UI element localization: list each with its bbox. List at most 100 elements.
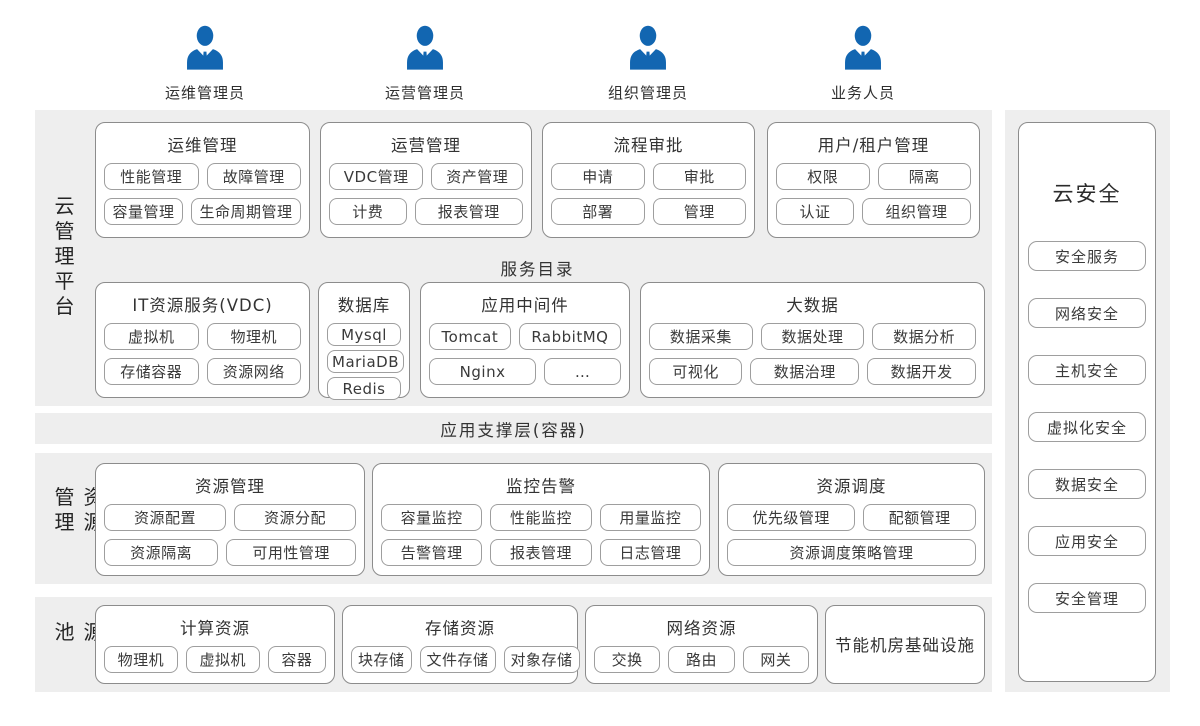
- group-title: 应用中间件: [481, 296, 569, 315]
- item-pill: 数据采集: [649, 323, 753, 350]
- pill-rows: 物理机虚拟机容器: [104, 646, 326, 675]
- item-pill: 路由: [668, 646, 735, 673]
- item-pill: 日志管理: [599, 539, 701, 566]
- item-pill: 计费: [329, 198, 407, 225]
- band-app-support-layer: 应用支撑层(容器): [35, 413, 992, 444]
- item-pill: 部署: [551, 198, 645, 225]
- pill-row: 块存储文件存储对象存储: [351, 646, 580, 673]
- band-resource-management: 资源管理 资源管理 资源配置资源分配资源隔离可用性管理 监控告警 容量监控性能监…: [35, 453, 992, 584]
- group-datacenter-infrastructure: 节能机房基础设施: [825, 605, 985, 684]
- pill-row: 权限隔离: [776, 163, 971, 190]
- pill-row: 性能管理故障管理: [104, 163, 301, 190]
- pill-row: 认证组织管理: [776, 198, 971, 225]
- band-cloud-security: 云安全 安全服务网络安全主机安全虚拟化安全数据安全应用安全安全管理: [1005, 110, 1170, 692]
- group-process-approval: 流程审批 申请审批部署管理: [542, 122, 755, 238]
- app-support-layer-label: 应用支撑层(容器): [440, 420, 587, 440]
- group-title: 存储资源: [425, 619, 495, 638]
- pill-rows: 虚拟机物理机存储容器资源网络: [104, 323, 301, 389]
- group-operation-management: 运营管理 VDC管理资产管理计费报表管理: [320, 122, 532, 238]
- item-pill: 对象存储: [503, 646, 580, 673]
- group-title: 数据库: [337, 296, 391, 315]
- pill-rows: 优先级管理配额管理资源调度策略管理: [727, 504, 976, 567]
- pill-row: 可视化数据治理数据开发: [649, 358, 976, 385]
- pill-row: Mysql: [327, 323, 401, 346]
- group-title: 监控告警: [506, 477, 576, 496]
- item-pill: RabbitMQ: [518, 323, 622, 350]
- pill-row: 数据采集数据处理数据分析: [649, 323, 977, 350]
- pill-rows: 资源配置资源分配资源隔离可用性管理: [104, 504, 356, 567]
- item-pill: 报表管理: [414, 198, 523, 225]
- item-pill: Mysql: [327, 323, 401, 346]
- security-item-pill: 数据安全: [1028, 469, 1146, 499]
- pill-rows: 申请审批部署管理: [551, 163, 746, 229]
- group-title: 资源管理: [195, 477, 265, 496]
- pill-row: 部署管理: [551, 198, 746, 225]
- group-title: 网络资源: [666, 619, 737, 638]
- item-pill: …: [544, 358, 622, 385]
- item-pill: VDC管理: [329, 163, 424, 190]
- pill-row: 容量管理生命周期管理: [104, 198, 301, 225]
- businessperson-icon: [407, 25, 443, 70]
- item-pill: 权限: [776, 163, 870, 190]
- item-pill: 资源分配: [234, 504, 356, 531]
- businessperson-icon: [630, 25, 666, 70]
- item-pill: 资源隔离: [104, 539, 219, 566]
- pill-row: Nginx …: [429, 358, 622, 385]
- service-catalog-label: 服务目录: [500, 260, 575, 279]
- persona-label: 运营管理员: [384, 84, 465, 102]
- persona-label: 组织管理员: [607, 84, 688, 102]
- item-pill: 数据分析: [872, 323, 977, 350]
- item-pill: 可视化: [649, 358, 743, 385]
- pill-row: MariaDB: [327, 350, 405, 373]
- group-compute-resource: 计算资源 物理机虚拟机容器: [95, 605, 335, 684]
- security-item-pill: 主机安全: [1028, 355, 1146, 385]
- item-pill: Tomcat: [429, 323, 511, 350]
- persona-org-admin: 组织管理员: [583, 22, 713, 103]
- group-resource-management: 资源管理 资源配置资源分配资源隔离可用性管理: [95, 463, 365, 576]
- pill-rows: 块存储文件存储对象存储: [351, 646, 580, 675]
- item-pill: 文件存储: [419, 646, 496, 673]
- group-title: 流程审批: [613, 136, 684, 155]
- pill-row: VDC管理资产管理: [329, 163, 523, 190]
- group-middleware: 应用中间件 Tomcat RabbitMQ Nginx …: [420, 282, 630, 398]
- item-pill: 管理: [652, 198, 746, 225]
- item-pill: 报表管理: [490, 539, 592, 566]
- pill-row: 容量监控性能监控用量监控: [381, 504, 701, 531]
- businessperson-icon: [845, 25, 881, 70]
- pill-row: 资源调度策略管理: [727, 539, 976, 566]
- group-title: 运维管理: [167, 136, 238, 155]
- security-item-pill: 安全服务: [1028, 241, 1146, 271]
- item-pill: 网关: [742, 646, 809, 673]
- item-pill: 资源网络: [206, 358, 301, 385]
- item-pill: 资源调度策略管理: [727, 539, 976, 566]
- group-title: 用户/租户管理: [817, 136, 930, 155]
- item-pill: 物理机: [104, 646, 178, 673]
- security-item-pill: 网络安全: [1028, 298, 1146, 328]
- item-pill: 可用性管理: [226, 539, 356, 566]
- pill-rows: 权限隔离认证组织管理: [776, 163, 971, 229]
- pill-row: Tomcat RabbitMQ: [429, 323, 622, 350]
- businessperson-icon: [187, 25, 223, 70]
- pill-rows: 性能管理故障管理容量管理生命周期管理: [104, 163, 301, 229]
- item-pill: 虚拟机: [185, 646, 260, 673]
- group-network-resource: 网络资源 交换路由网关: [585, 605, 818, 684]
- security-item-pill: 应用安全: [1028, 526, 1146, 556]
- item-pill: 数据开发: [867, 358, 976, 385]
- item-pill: 性能管理: [104, 163, 199, 190]
- persona-ops-admin: 运维管理员: [140, 22, 270, 103]
- pill-rows: 交换路由网关: [594, 646, 809, 675]
- group-ops-management: 运维管理 性能管理故障管理容量管理生命周期管理: [95, 122, 310, 238]
- item-pill: 容量管理: [104, 198, 183, 225]
- cloud-security-title: 云安全: [1052, 182, 1122, 206]
- item-pill: 认证: [776, 198, 854, 225]
- group-title: 资源调度: [816, 477, 887, 496]
- security-item-list: 安全服务网络安全主机安全虚拟化安全数据安全应用安全安全管理: [1019, 241, 1155, 640]
- item-pill: 告警管理: [381, 539, 483, 566]
- item-pill: 生命周期管理: [191, 198, 301, 225]
- pill-row: 告警管理报表管理日志管理: [381, 539, 701, 566]
- item-pill: Nginx: [429, 358, 537, 385]
- group-storage-resource: 存储资源 块存储文件存储对象存储: [342, 605, 580, 684]
